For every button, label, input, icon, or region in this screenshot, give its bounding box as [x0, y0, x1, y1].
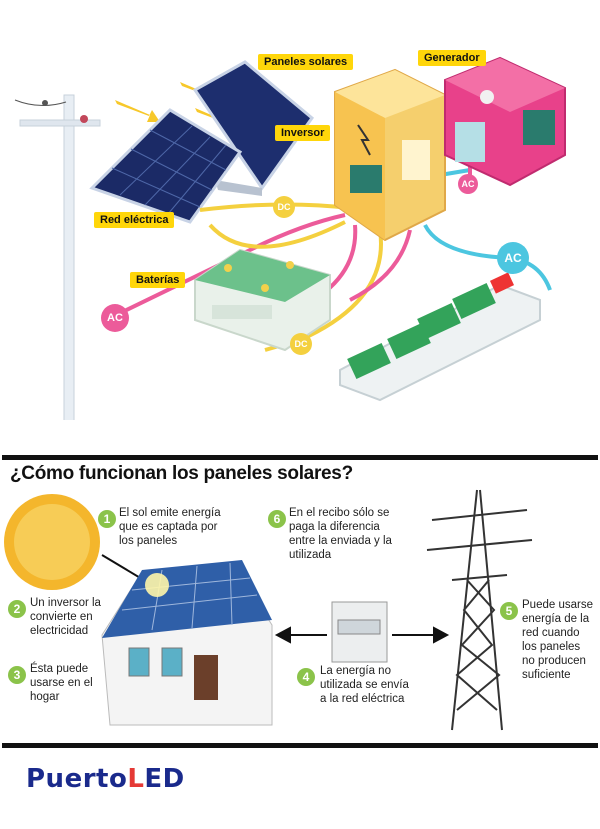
how-solar-works-panel: ¿Cómo funcionan los paneles solares?: [2, 455, 598, 748]
step-num-6: 6: [268, 510, 286, 528]
step-text-5: Puede usarse energía de la red cuando lo…: [522, 599, 593, 681]
utility-pole: [14, 94, 101, 420]
brand-name-accent: LED: [127, 764, 184, 794]
step-text-6: En el recibo sólo se paga la diferencia …: [289, 507, 392, 561]
solar-system-diagram: [14, 56, 566, 420]
label-batteries: Baterías: [130, 272, 186, 288]
brand-logo: PuertoLED: [26, 764, 185, 794]
transmission-tower: [426, 489, 533, 731]
batteries: [194, 248, 331, 352]
brand-letter-rest: ED: [144, 764, 185, 794]
badge-dc-top: DC: [273, 196, 295, 218]
house-icon: [101, 560, 273, 726]
badge-ac-left: AC: [101, 304, 129, 332]
energy-flow-arrows: [274, 626, 450, 644]
label-grid: Red eléctrica: [94, 212, 175, 228]
label-inverter: Inversor: [275, 125, 331, 141]
badge-dc-bottom: DC: [290, 333, 312, 355]
solar-panel-front: [89, 108, 243, 224]
step-text-2: Un inversor la convierte en electricidad: [30, 597, 101, 637]
step-text-4: La energía no utilizada se envía a la re…: [320, 665, 409, 705]
label-panels: Paneles solares: [258, 54, 354, 70]
step-num-3: 3: [8, 666, 26, 684]
panel-illustration: [4, 489, 533, 731]
inverter-box: [334, 68, 446, 242]
label-generator: Generador: [418, 50, 486, 66]
power-strip: [339, 272, 541, 402]
badge-ac-generator: AC: [458, 174, 478, 194]
badge-ac-right: AC: [497, 242, 529, 274]
brand-letter-accent: L: [127, 764, 145, 794]
electric-meter: [331, 601, 388, 663]
brand-name-primary: Puerto: [26, 764, 128, 794]
sun-icon: [4, 494, 100, 590]
step-text-1: El sol emite energía que es captada por …: [119, 507, 221, 547]
solar-panel-back: [192, 60, 315, 196]
step-num-2: 2: [8, 600, 26, 618]
panel-title: ¿Cómo funcionan los paneles solares?: [10, 463, 353, 484]
step-num-5: 5: [500, 602, 518, 620]
generator: [444, 56, 566, 187]
step-num-4: 4: [297, 668, 315, 686]
step-num-1: 1: [98, 510, 116, 528]
step-text-3: Ésta puede usarse en el hogar: [30, 663, 93, 703]
